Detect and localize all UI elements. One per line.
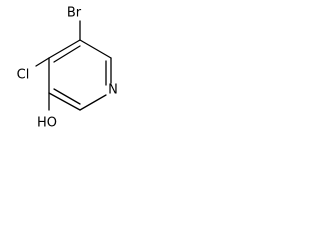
bond-c2-c3-double: [53, 88, 81, 105]
chemical-structure-diagram: Br Cl N HO: [17, 6, 118, 131]
substituent-bonds: [35, 20, 81, 111]
bromine-label: Br: [67, 6, 82, 21]
bond-c4-c5-double: [53, 45, 81, 63]
bond-c4-cl: [35, 57, 50, 67]
bond-c2-c3: [48, 92, 81, 111]
chlorine-label: Cl: [17, 68, 30, 83]
bond-c5-c6: [79, 39, 112, 59]
bond-n1-c2: [79, 94, 107, 111]
hydroxyl-label: HO: [37, 116, 57, 131]
bond-c4-c5: [48, 39, 81, 59]
pyridine-ring: [48, 39, 112, 111]
nitrogen-label: N: [108, 83, 118, 98]
